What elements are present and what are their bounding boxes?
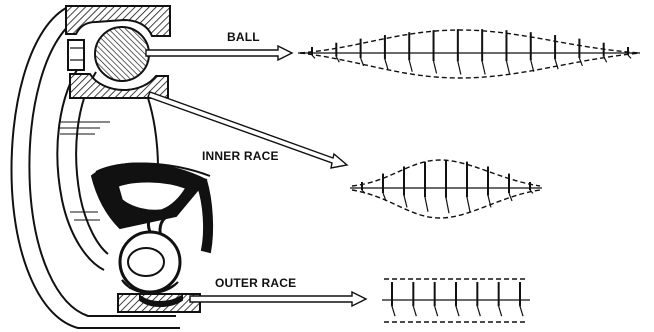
outer-spike-decay	[413, 306, 416, 316]
ball-spike-decay	[458, 61, 461, 74]
outer-spike-decay	[456, 306, 459, 316]
outer-spike-decay	[435, 306, 438, 316]
inner-spike-decay	[446, 198, 449, 213]
outer-spike-decay	[499, 306, 502, 316]
outer-race-impulse-spikes	[392, 282, 523, 316]
ball-spike-decay	[385, 59, 388, 69]
seal-block-top	[68, 40, 84, 70]
ball-spike-decay	[336, 57, 339, 63]
ball-envelope-bottom	[300, 53, 640, 78]
inner-spike-decay	[467, 197, 470, 211]
outer-spike-decay	[392, 306, 395, 316]
ball-spike-decay	[434, 61, 437, 74]
ball-spike-decay	[555, 59, 558, 69]
inner-spike-decay	[509, 193, 512, 201]
inner-race-bore-edge	[76, 72, 108, 254]
ball-envelope-top	[300, 30, 640, 53]
ball-waveform	[298, 30, 640, 78]
inner-spike-decay	[425, 197, 428, 211]
inner-race-impulse-spikes	[362, 160, 533, 213]
ball-spike-decay	[482, 61, 485, 74]
ball-spike-decay	[506, 61, 509, 74]
ball-spike-decay	[628, 55, 631, 58]
outer-race-side-shade	[198, 180, 212, 252]
ball-cross-section	[95, 27, 149, 81]
outer-spike-decay	[520, 306, 523, 316]
ball-label: BALL	[227, 30, 260, 44]
ball-impulse-spikes	[312, 29, 631, 74]
ball-spike-decay	[409, 60, 412, 71]
inner-race-label: INNER RACE	[202, 149, 279, 163]
ball-spike-decay	[604, 57, 607, 63]
outer-spike-decay	[477, 306, 480, 316]
ball-spike-decay	[361, 58, 364, 66]
ball-spike-decay	[312, 55, 315, 58]
inner-spike-decay	[404, 196, 407, 208]
ball-arrow	[146, 46, 292, 60]
outer-race-arrow	[190, 292, 366, 306]
outer-race-label: OUTER RACE	[215, 276, 296, 290]
